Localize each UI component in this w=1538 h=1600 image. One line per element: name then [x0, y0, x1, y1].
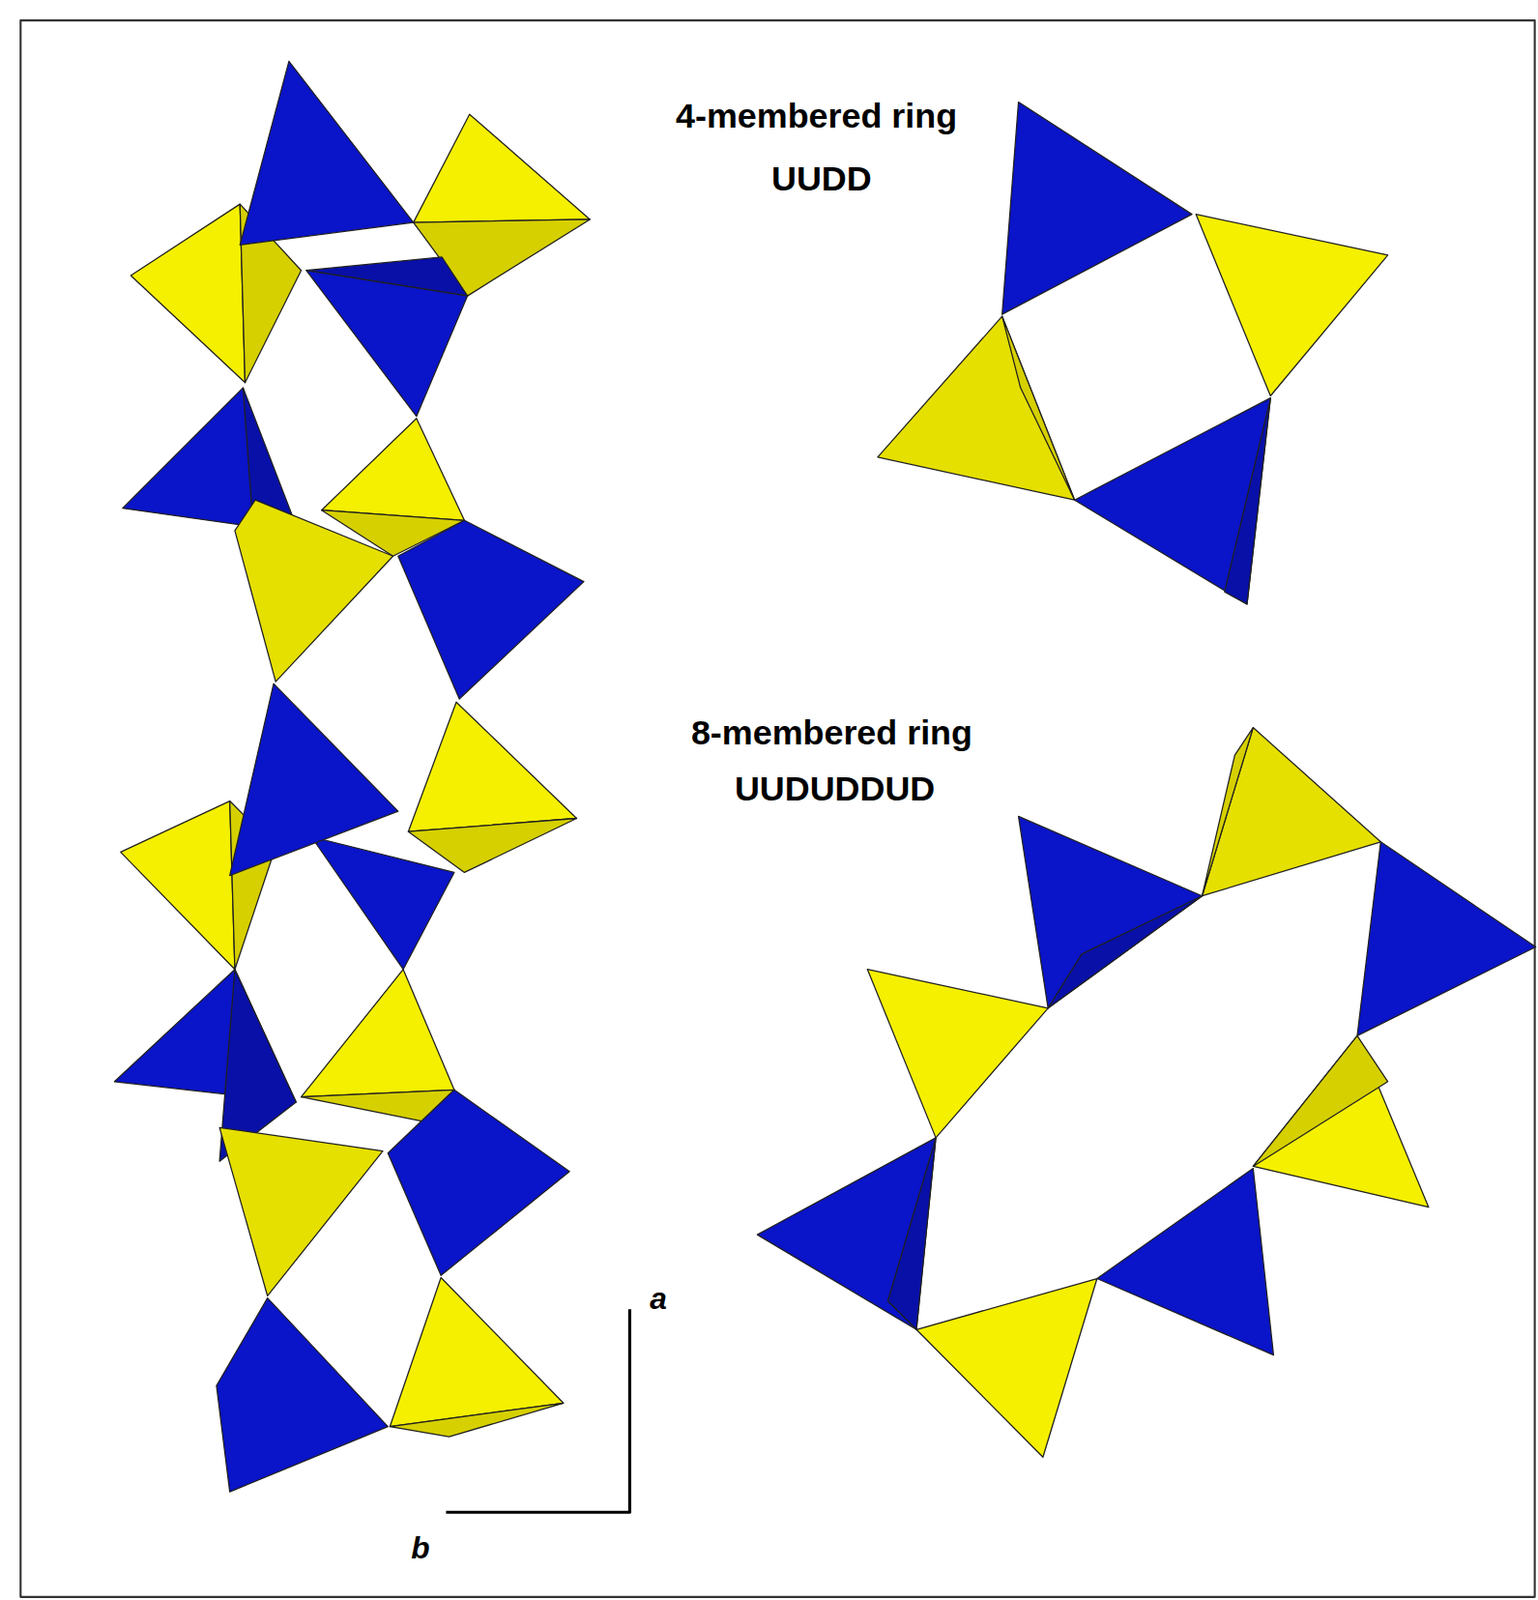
ring-title: 8-membered ring [691, 714, 973, 753]
axis-label: b [410, 1531, 430, 1566]
eight-ring [756, 727, 1536, 1458]
ring-code: UUDUDDUD [734, 770, 935, 809]
four-ring [877, 102, 1389, 605]
ring-title: 4-membered ring [675, 97, 958, 136]
tetrahedral-chain [114, 60, 630, 1512]
ring-code: UUDD [771, 160, 872, 199]
axis-label: a [649, 1281, 668, 1316]
